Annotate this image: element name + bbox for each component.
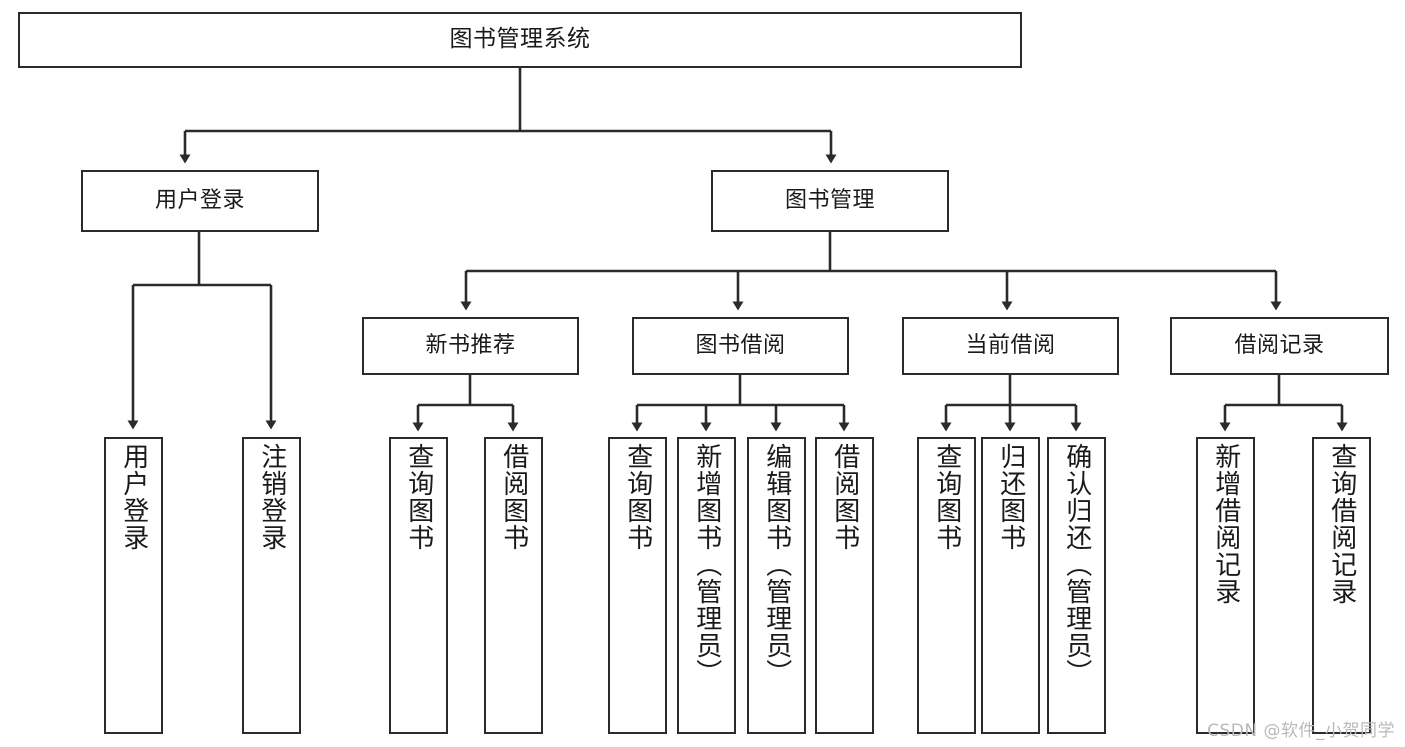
leaf-user-login[interactable]: 用户登录 [104, 437, 163, 734]
leaf-borrow-books[interactable]: 借阅图书 [815, 437, 874, 734]
node-label: 确认归还（管理员） [1061, 443, 1092, 686]
leaf-add-book-admin[interactable]: 新增图书（管理员） [677, 437, 736, 734]
node-label: 新书推荐 [425, 332, 516, 358]
leaf-add-borrow-record[interactable]: 新增借阅记录 [1196, 437, 1255, 734]
leaf-borrow-books-recommend[interactable]: 借阅图书 [484, 437, 543, 734]
leaf-query-borrow-record[interactable]: 查询借阅记录 [1312, 437, 1371, 734]
node-current-borrowing[interactable]: 当前借阅 [902, 317, 1119, 375]
node-label: 用户登录 [118, 443, 149, 551]
leaf-confirm-return-admin[interactable]: 确认归还（管理员） [1047, 437, 1106, 734]
leaf-return-books[interactable]: 归还图书 [981, 437, 1040, 734]
node-label: 借阅图书 [498, 443, 529, 551]
node-new-book-recommendation[interactable]: 新书推荐 [362, 317, 579, 375]
node-label: 图书管理 [784, 187, 875, 213]
node-label: 借阅图书 [829, 443, 860, 551]
node-book-borrowing[interactable]: 图书借阅 [632, 317, 849, 375]
node-root-book-management-system[interactable]: 图书管理系统 [18, 12, 1022, 68]
leaf-edit-book-admin[interactable]: 编辑图书（管理员） [747, 437, 806, 734]
node-label: 查询图书 [403, 443, 434, 551]
node-borrowing-records[interactable]: 借阅记录 [1170, 317, 1389, 375]
node-label: 新增借阅记录 [1210, 443, 1241, 605]
leaf-query-books-current[interactable]: 查询图书 [917, 437, 976, 734]
node-label: 用户登录 [154, 187, 245, 213]
node-book-management[interactable]: 图书管理 [711, 170, 949, 232]
node-label: 图书管理系统 [449, 26, 591, 53]
node-label: 归还图书 [995, 443, 1026, 551]
leaf-logout[interactable]: 注销登录 [242, 437, 301, 734]
leaf-query-books-borrow[interactable]: 查询图书 [608, 437, 667, 734]
node-label: 查询图书 [931, 443, 962, 551]
node-label: 注销登录 [256, 443, 287, 551]
node-label: 编辑图书（管理员） [761, 443, 792, 686]
node-label: 新增图书（管理员） [691, 443, 722, 686]
node-label: 查询借阅记录 [1326, 443, 1357, 605]
node-label: 查询图书 [622, 443, 653, 551]
csdn-watermark: CSDN @软件_小贺同学 [1207, 721, 1395, 741]
node-label: 图书借阅 [695, 332, 786, 358]
node-label: 借阅记录 [1234, 332, 1325, 358]
node-user-login[interactable]: 用户登录 [81, 170, 319, 232]
leaf-query-books-recommend[interactable]: 查询图书 [389, 437, 448, 734]
node-label: 当前借阅 [965, 332, 1056, 358]
